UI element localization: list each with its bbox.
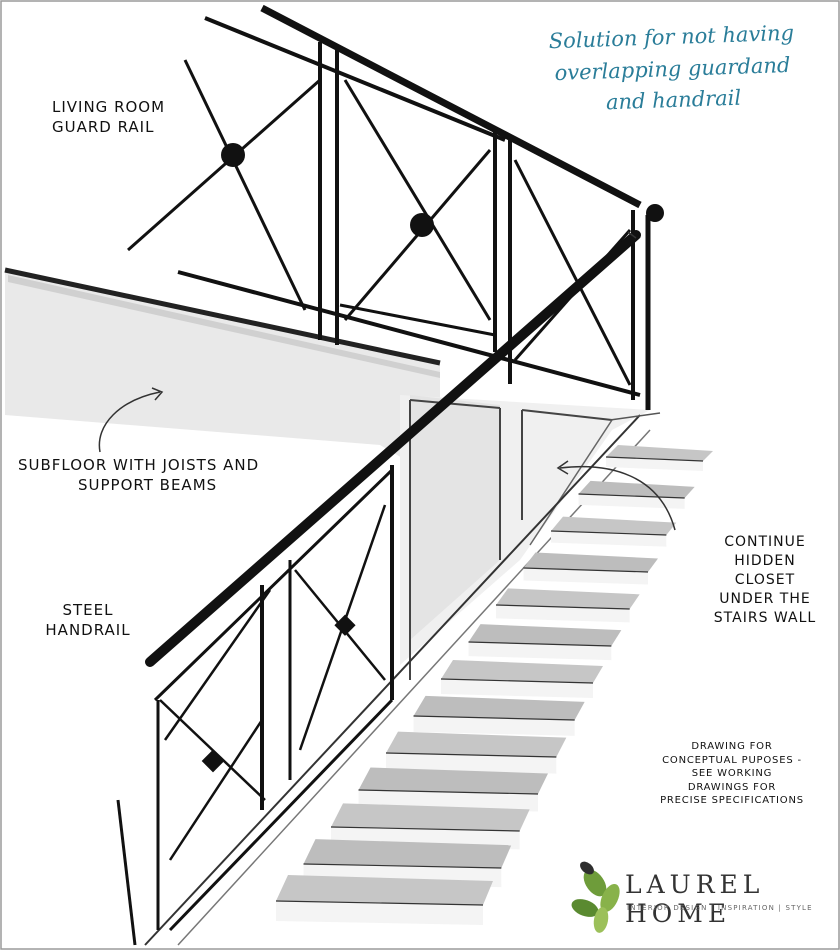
tread-nosing (275, 900, 484, 906)
stair-riser (386, 753, 557, 774)
tread-nosing (550, 530, 667, 536)
tread-nosing (468, 641, 612, 647)
brand-name: LAUREL HOME (625, 870, 765, 928)
stair-treads (275, 445, 713, 925)
stair-riser (523, 568, 648, 585)
steel-handrail-label: STEEL HANDRAIL (45, 601, 131, 640)
stair-tread (496, 588, 640, 609)
tread-nosing (495, 604, 630, 610)
stair-tread (386, 731, 567, 757)
stair-tread (441, 660, 603, 683)
laurel-home-logo: LAUREL HOME INTERIOR DESIGN | INSPIRATIO… (565, 858, 835, 940)
stair-riser (276, 901, 483, 925)
stair-riser (496, 605, 630, 623)
tread-nosing (605, 456, 704, 462)
stair-riser (413, 716, 575, 736)
arrow-icon (98, 387, 676, 531)
living-room-guard-rail (127, 4, 664, 410)
stair-riser (441, 679, 593, 698)
tread-nosing (358, 789, 539, 795)
stair-tread (523, 552, 658, 572)
disclaimer-note: DRAWING FOR CONCEPTUAL PUPOSES - SEE WOR… (660, 741, 804, 806)
guard-rail-label: LIVING ROOM GUARD RAIL (52, 98, 166, 137)
leaf-logo-icon (571, 861, 620, 933)
tread-nosing (330, 826, 520, 832)
stair-tread (606, 445, 713, 461)
stair-riser (468, 642, 612, 661)
stair-tread (358, 767, 548, 794)
stair-riser (551, 531, 667, 547)
tread-nosing (440, 678, 594, 684)
stair-tread (551, 516, 677, 535)
stair-tread (331, 803, 530, 831)
tread-nosing (303, 863, 502, 869)
tread-nosing (413, 715, 575, 721)
sketch-title: Solution for not having overlapping guar… (518, 17, 826, 122)
subfloor-slab (4, 267, 441, 480)
tread-nosing (523, 567, 649, 573)
stair-tread (468, 624, 622, 646)
arrow-icon (627, 231, 637, 239)
closet-label: CONTINUE HIDDEN CLOSET UNDER THE STAIRS … (713, 534, 817, 626)
brand-tagline: INTERIOR DESIGN | INSPIRATION | STYLE (627, 904, 813, 912)
steel-handrail (116, 230, 641, 946)
stair-tread (303, 839, 512, 868)
stair-tread (413, 695, 585, 720)
closet-wall (400, 395, 650, 680)
tread-nosing (385, 752, 557, 758)
stair-tread (578, 480, 695, 498)
tread-nosing (578, 493, 685, 499)
stair-tread (276, 875, 493, 905)
subfloor-label: SUBFLOOR WITH JOISTS AND SUPPORT BEAMS (18, 456, 260, 495)
